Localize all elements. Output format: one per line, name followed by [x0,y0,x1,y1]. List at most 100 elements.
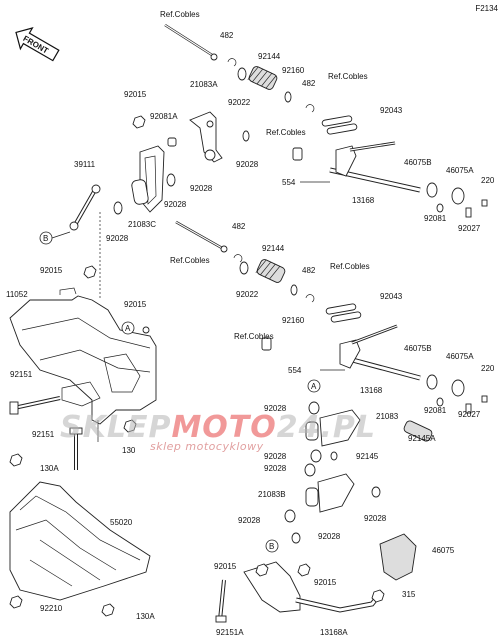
nut-315-icon [371,589,385,603]
pin-92027-icon [465,207,472,218]
label-92028-a3: 92028 [164,200,187,209]
link-rods-top-icon [321,115,358,135]
label-92081a: 92081A [150,112,178,121]
pin-220-icon [481,199,488,207]
label-13168-b: 13168 [360,386,383,395]
washer-46075a2-icon [451,379,465,397]
label-554-b: 554 [288,366,302,375]
collar-92081-icon [436,203,444,213]
bolt-92015e-icon [297,563,311,577]
label-482-a: 482 [220,31,234,40]
label-21083a: 21083A [190,80,218,89]
collar-92028-icon [242,130,250,142]
collar-92028-b3-icon [304,463,316,477]
pin-220b-icon [481,395,488,403]
label-92151-b: 92151 [32,430,55,439]
label-92028-b5: 92028 [238,516,261,525]
label-11052: 11052 [6,290,28,299]
label-482-b: 482 [302,79,316,88]
spring-92145a-icon [403,420,433,442]
washer-46075a-icon [451,187,465,205]
guide-line-2 [51,231,71,239]
label-92028-b3: 92028 [264,464,287,473]
nut-92015-icon [132,115,146,129]
cable-top-icon [164,23,218,61]
label-92081-a: 92081 [424,214,447,223]
bolt-130-icon [123,419,137,433]
label-55020: 55020 [110,518,133,527]
sleeve-92081a-icon [167,137,177,147]
label-21083b: 21083B [258,490,286,499]
label-ref-cables-b3: Ref.Cobles [234,332,274,341]
watermark-subline: sklep motocyklowy [150,440,264,453]
washer-92160-icon [284,91,292,103]
label-130a-a: 130A [40,464,59,473]
label-92043-b: 92043 [380,292,403,301]
label-92015-b: 92015 [40,266,63,275]
collar-92028-b4-icon [371,486,381,498]
label-46075a-a: 46075A [446,166,474,175]
bolt-92210-icon [9,595,23,609]
callout-circle-a-frame [121,321,135,335]
rod-92043-icon [349,141,396,152]
label-92015-c: 92015 [124,300,147,309]
label-92151: 92151 [10,370,33,379]
watermark-brand: SKLEPMOTO24.PL [60,410,376,445]
label-13168a: 13168A [320,628,348,637]
bolt-92151-icon [9,396,61,415]
washer-92022-icon [237,67,247,81]
label-ref-cables-b2: Ref.Cobles [330,262,370,271]
pedal-pad-46075-icon [379,533,417,581]
nut-92015b-icon [83,265,97,279]
bolt-92151a-icon [215,579,227,623]
label-220-b: 220 [481,364,495,373]
label-92027-b: 92027 [458,410,481,419]
spring-92144b-icon [255,259,286,283]
bolt-130a-icon [9,453,23,467]
bushing-46075b-icon [426,182,438,198]
clip-482-icon [227,58,237,67]
label-92027-a: 92027 [458,224,481,233]
label-92144-a: 92144 [258,52,281,61]
label-92145: 92145 [356,452,379,461]
label-ref-cables-top: Ref.Cobles [160,10,200,19]
cable-mid-icon [175,220,228,253]
collar-92028c-icon [113,201,123,215]
link-rod-39111-icon [69,184,101,231]
label-92151a: 92151A [216,628,244,637]
collar-92028-b6-icon [291,532,301,544]
pin-top-icon [292,147,303,161]
label-92160-a: 92160 [282,66,305,75]
diagram-code: F2134 [475,4,498,13]
collar-92081b-icon [436,397,444,407]
label-130a-b: 130A [136,612,155,621]
label-92081-b: 92081 [424,406,447,415]
label-92028-b4: 92028 [364,514,387,523]
label-46075b-b: 46075B [404,344,432,353]
label-92022-a: 92022 [228,98,251,107]
label-92043-a: 92043 [380,106,403,115]
label-92028-a1: 92028 [236,160,259,169]
label-92028-b6: 92028 [318,532,341,541]
label-92028-a2: 92028 [190,184,213,193]
label-220-a: 220 [481,176,495,185]
watermark-red: MOTO [171,410,277,445]
label-46075: 46075 [432,546,455,555]
washer-92022b-icon [239,261,249,275]
bushing-46075b2-icon [426,374,438,390]
label-315: 315 [402,590,416,599]
link-rods-mid-icon [325,303,362,323]
collar-92028-b2-icon [310,449,322,463]
pin-mid-icon [261,337,272,351]
bolt-130a-b-icon [101,603,115,617]
shaft-13168b-icon [339,324,421,381]
frame-11052-icon [9,287,157,442]
label-92145a: 92145A [408,434,436,443]
washer-92160b-icon [290,284,298,296]
watermark-gray: SKLEP [60,410,172,445]
arm-21083a-icon [189,111,223,163]
bracket-21083-icon [305,409,361,447]
clip-482c-icon [233,254,243,263]
